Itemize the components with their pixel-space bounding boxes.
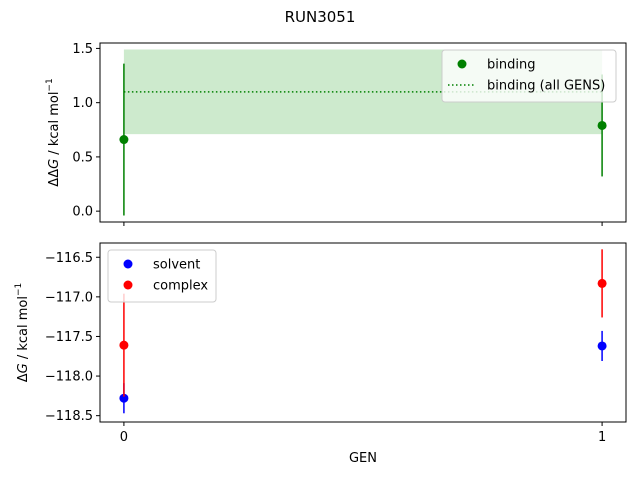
figure-title: RUN3051 bbox=[285, 8, 356, 26]
legend-label: binding bbox=[487, 58, 535, 73]
y-tick-label: −118.5 bbox=[45, 409, 93, 424]
legend-box bbox=[107, 249, 217, 303]
y-axis-label: ΔΔG / kcal mol−1 bbox=[45, 78, 62, 186]
axes-frame bbox=[99, 42, 627, 223]
y-tick-label: 1.0 bbox=[72, 96, 93, 111]
binding-legend-marker bbox=[457, 59, 467, 69]
axes-frame bbox=[99, 242, 627, 423]
binding-point-0 bbox=[119, 135, 129, 145]
solvent-legend-marker bbox=[123, 259, 133, 269]
y-tick-label: −117.5 bbox=[45, 330, 93, 345]
y-tick-label: −117.0 bbox=[45, 290, 93, 305]
solvent-point-1 bbox=[597, 341, 607, 351]
y-tick-label: 0.0 bbox=[72, 205, 93, 220]
complex-legend-marker bbox=[123, 280, 133, 290]
legend-label: complex bbox=[153, 279, 208, 294]
y-axis-label: ΔG / kcal mol−1 bbox=[14, 283, 31, 383]
complex-point-0 bbox=[119, 340, 129, 350]
solvent-point-0 bbox=[119, 393, 129, 403]
y-tick-label: −118.0 bbox=[45, 370, 93, 385]
binding-point-1 bbox=[597, 120, 607, 130]
complex-point-1 bbox=[597, 278, 607, 288]
x-tick-label: 0 bbox=[120, 430, 128, 445]
y-tick-label: 1.5 bbox=[72, 42, 93, 57]
y-tick-label: 0.5 bbox=[72, 150, 93, 165]
x-axis-label: GEN bbox=[349, 451, 377, 466]
x-tick-label: 1 bbox=[598, 430, 606, 445]
legend-box bbox=[441, 49, 617, 103]
legend-label: binding (all GENS) bbox=[487, 79, 605, 94]
y-tick-label: −116.5 bbox=[45, 251, 93, 266]
legend-label: solvent bbox=[153, 258, 200, 273]
